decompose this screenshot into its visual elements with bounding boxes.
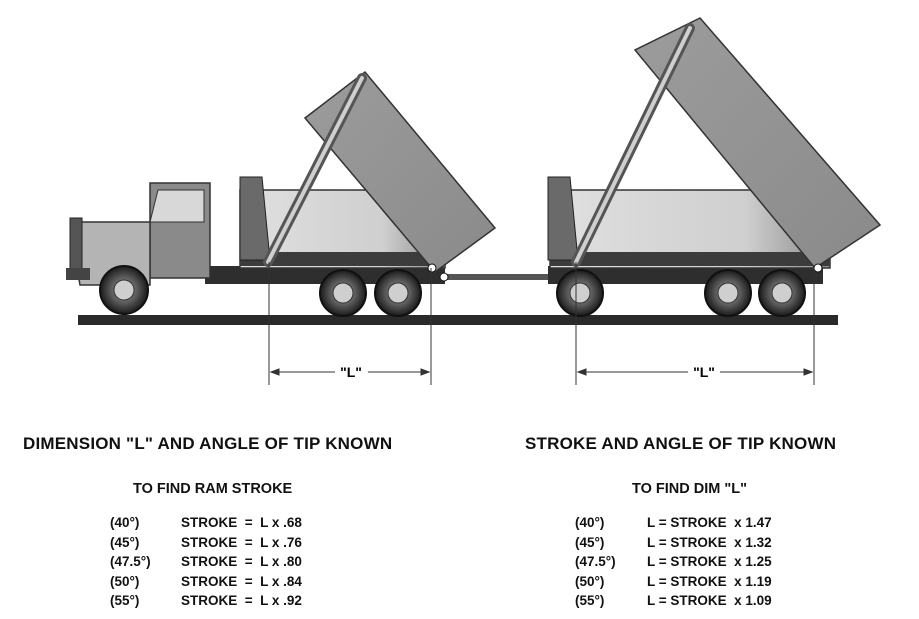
trailer-body-tipped <box>633 17 882 269</box>
truck-rear-wheel-2 <box>374 269 422 317</box>
truck <box>66 70 497 317</box>
formula-expression: STROKE = L x .84 <box>181 573 302 589</box>
trailer-dimension-label: "L" <box>693 364 715 380</box>
truck-bumper <box>66 268 90 280</box>
tip-angle: (55°) <box>110 593 140 608</box>
trailer-hinge-pivot <box>813 263 823 273</box>
formula-expression: STROKE = L x .76 <box>181 534 302 550</box>
tip-angle: (45°) <box>575 534 605 550</box>
truck-rear-wheel-1 <box>319 269 367 317</box>
formula-expression: L = STROKE x 1.25 <box>647 554 772 569</box>
tip-angle: (55°) <box>575 593 605 608</box>
tip-angle: (40°) <box>575 515 605 530</box>
tip-angle: (47.5°) <box>575 554 616 569</box>
formula-row: (45°) L = STROKE x 1.32 <box>575 535 835 553</box>
truck-body-floor <box>240 252 445 266</box>
formula-row: (55°) L = STROKE x 1.09 <box>575 593 835 611</box>
ground-line <box>78 315 838 325</box>
tip-angle: (45°) <box>110 534 140 550</box>
formula-expression: STROKE = L x .80 <box>181 554 302 569</box>
trailer-rear-wheel-2 <box>758 269 806 317</box>
truck-body-tipped <box>303 70 497 274</box>
formula-expression: L = STROKE x 1.47 <box>647 515 772 530</box>
drawbar <box>440 274 560 280</box>
truck-hinge-pivot <box>427 263 437 273</box>
formula-expression: L = STROKE x 1.19 <box>647 573 772 589</box>
trailer-front-wheel <box>556 269 604 317</box>
tip-angle: (50°) <box>110 573 140 589</box>
formula-row: (40°) L = STROKE x 1.47 <box>575 515 835 533</box>
formula-expression: L = STROKE x 1.32 <box>647 534 772 550</box>
left-heading: DIMENSION "L" AND ANGLE OF TIP KNOWN <box>23 434 393 453</box>
trailer-body-floor <box>550 252 830 266</box>
dump-truck-and-trailer-illustration: "L" "L" <box>66 17 882 385</box>
trailer <box>547 17 882 317</box>
right-heading: STROKE AND ANGLE OF TIP KNOWN <box>525 434 837 453</box>
formula-expression: L = STROKE x 1.09 <box>647 593 772 608</box>
tip-angle: (50°) <box>575 573 605 589</box>
left-subheading: TO FIND RAM STROKE <box>133 481 293 497</box>
formula-expression: STROKE = L x .68 <box>181 515 302 530</box>
formula-row: (47.5°) STROKE = L x .80 <box>110 554 370 572</box>
trailer-rear-wheel-1 <box>704 269 752 317</box>
trailer-chassis <box>548 266 823 284</box>
tip-angle: (40°) <box>110 515 140 530</box>
formula-row: (45°) STROKE = L x .76 <box>110 535 370 553</box>
trailer-dimension <box>575 262 815 385</box>
right-subheading: TO FIND DIM "L" <box>632 481 747 497</box>
formula-row: (40°) STROKE = L x .68 <box>110 515 370 533</box>
formula-expression: STROKE = L x .92 <box>181 593 302 608</box>
truck-front-wheel <box>99 265 149 315</box>
truck-dimension <box>268 262 432 385</box>
formula-row: (50°) L = STROKE x 1.19 <box>575 574 835 592</box>
tip-angle: (47.5°) <box>110 554 151 569</box>
truck-cab-window <box>149 189 205 223</box>
formula-row: (47.5°) L = STROKE x 1.25 <box>575 554 835 572</box>
formula-row: (50°) STROKE = L x .84 <box>110 574 370 592</box>
truck-dimension-label: "L" <box>340 364 362 380</box>
formula-row: (55°) STROKE = L x .92 <box>110 593 370 611</box>
